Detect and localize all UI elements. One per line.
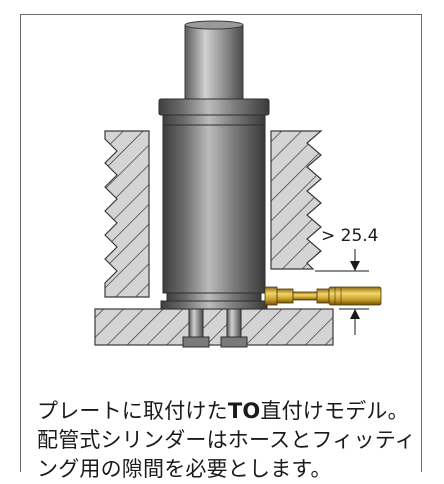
left-wall	[104, 130, 150, 298]
figure-caption: プレートに取付けたTO直付けモデル。 配管式シリンダーはホースとフィッティ ング…	[37, 397, 417, 484]
caption-line-1: プレートに取付けたTO直付けモデル。	[37, 399, 409, 423]
arrow-down-icon	[350, 261, 360, 271]
caption-line-2: 配管式シリンダーはホースとフィッティ	[37, 428, 416, 452]
arrow-up-icon	[350, 309, 360, 319]
mounting-bolts	[182, 308, 248, 348]
caption-bold-model: TO	[227, 399, 261, 423]
cylinder-illustration: > 25.4	[94, 20, 382, 348]
base-plate	[94, 308, 334, 346]
caption-line-3: ング用の隙間を必要とします。	[37, 457, 332, 481]
dimension-callout: > 25.4	[315, 226, 379, 335]
hose-fitting	[264, 286, 382, 306]
cylinder-body	[162, 124, 266, 294]
cylinder-top-collar	[158, 98, 270, 126]
piston-rod	[184, 20, 244, 100]
dimension-label: > 25.4	[321, 226, 379, 246]
cylinder-bottom-collar	[160, 292, 268, 310]
right-wall	[270, 130, 323, 270]
figure-frame: > 25.4 プレートに取付けたTO直付けモデル。 配管式シリンダーはホースとフ…	[20, 14, 422, 481]
